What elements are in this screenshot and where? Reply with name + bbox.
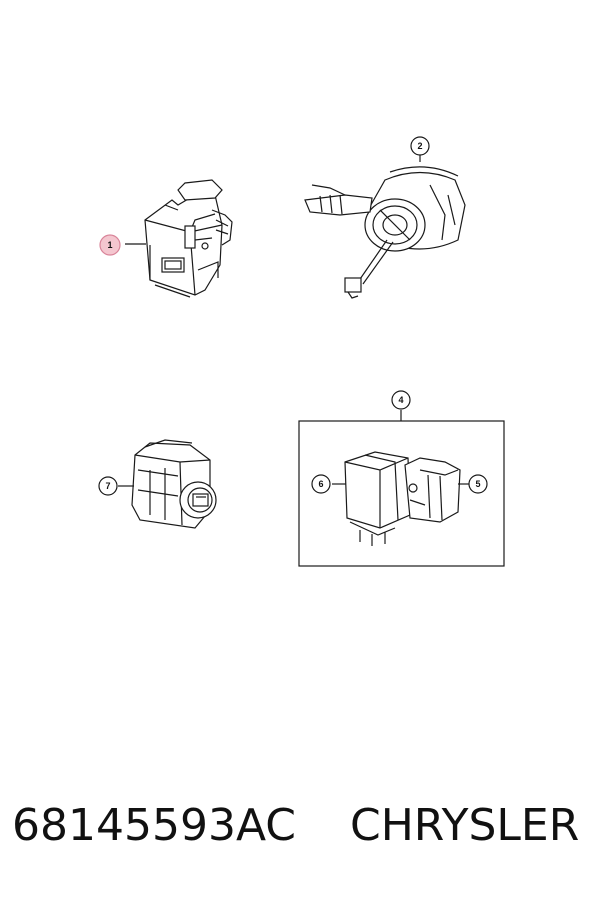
callout-2[interactable]: 2 [410,136,430,156]
callout-1-label: 1 [107,240,112,250]
part-1-ignition-switch-drawing [125,179,233,298]
callout-7[interactable]: 7 [98,476,118,496]
callout-1[interactable]: 1 [99,234,121,256]
brand-name: CHRYSLER [350,800,580,851]
callout-2-label: 2 [417,141,422,151]
part-number: 68145593AC [12,800,297,851]
callout-5[interactable]: 5 [468,474,488,494]
callout-6[interactable]: 6 [311,474,331,494]
callout-5-label: 5 [475,479,480,489]
callout-7-label: 7 [105,481,110,491]
callout-4-label: 4 [398,395,403,405]
callout-6-label: 6 [318,479,323,489]
part-6-module-drawing [332,451,411,546]
part-7-ignition-lock-drawing [118,439,217,529]
part-4-assembly-box [298,410,505,567]
callout-4[interactable]: 4 [391,390,411,410]
footer: 68145593AC CHRYSLER [0,800,600,860]
part-2-clockspring-drawing [304,152,466,299]
part-5-actuator-drawing [404,457,469,523]
